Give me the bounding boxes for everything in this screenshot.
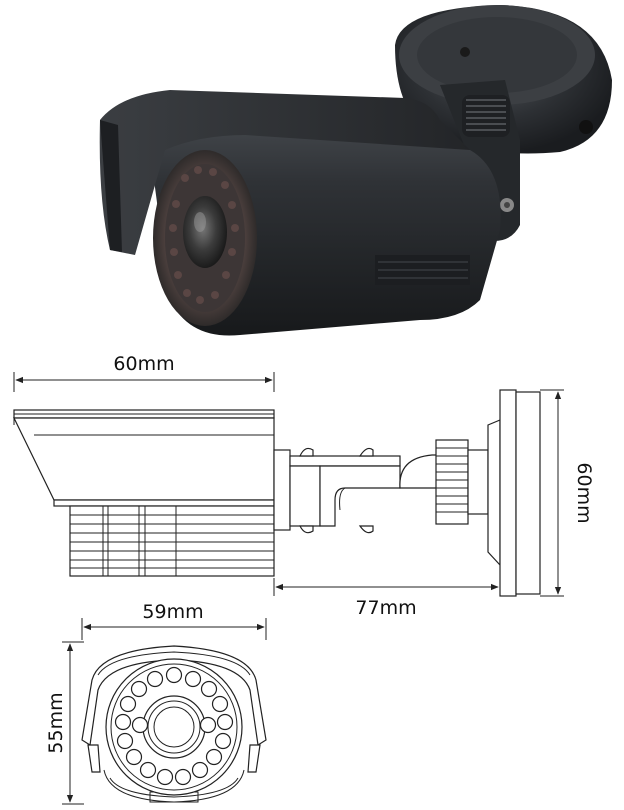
camera-front-face <box>153 150 257 326</box>
bracket-length-label: 77mm <box>355 597 416 619</box>
front-height-dimension: 55mm <box>45 641 84 805</box>
side-width-label: 60mm <box>113 353 174 375</box>
bracket-length-dimension: 77mm <box>273 578 499 619</box>
front-face <box>105 658 243 796</box>
side-wall-plate <box>499 389 541 597</box>
side-view-drawing: 60mm <box>13 353 595 619</box>
mount-height-dimension: 60mm <box>540 389 595 597</box>
front-width-dimension: 59mm <box>81 601 267 640</box>
side-housing <box>13 409 275 577</box>
camera-photo <box>99 5 612 336</box>
front-width-label: 59mm <box>142 601 203 623</box>
mount-base <box>395 5 612 154</box>
side-bracket <box>273 419 501 567</box>
front-height-label: 55mm <box>45 692 67 753</box>
front-view-drawing: 59mm 55mm <box>45 601 267 805</box>
mount-height-label: 60mm <box>573 462 595 523</box>
side-width-dimension: 60mm <box>13 353 275 392</box>
ir-led-ring <box>114 666 234 786</box>
front-housing <box>81 645 267 803</box>
